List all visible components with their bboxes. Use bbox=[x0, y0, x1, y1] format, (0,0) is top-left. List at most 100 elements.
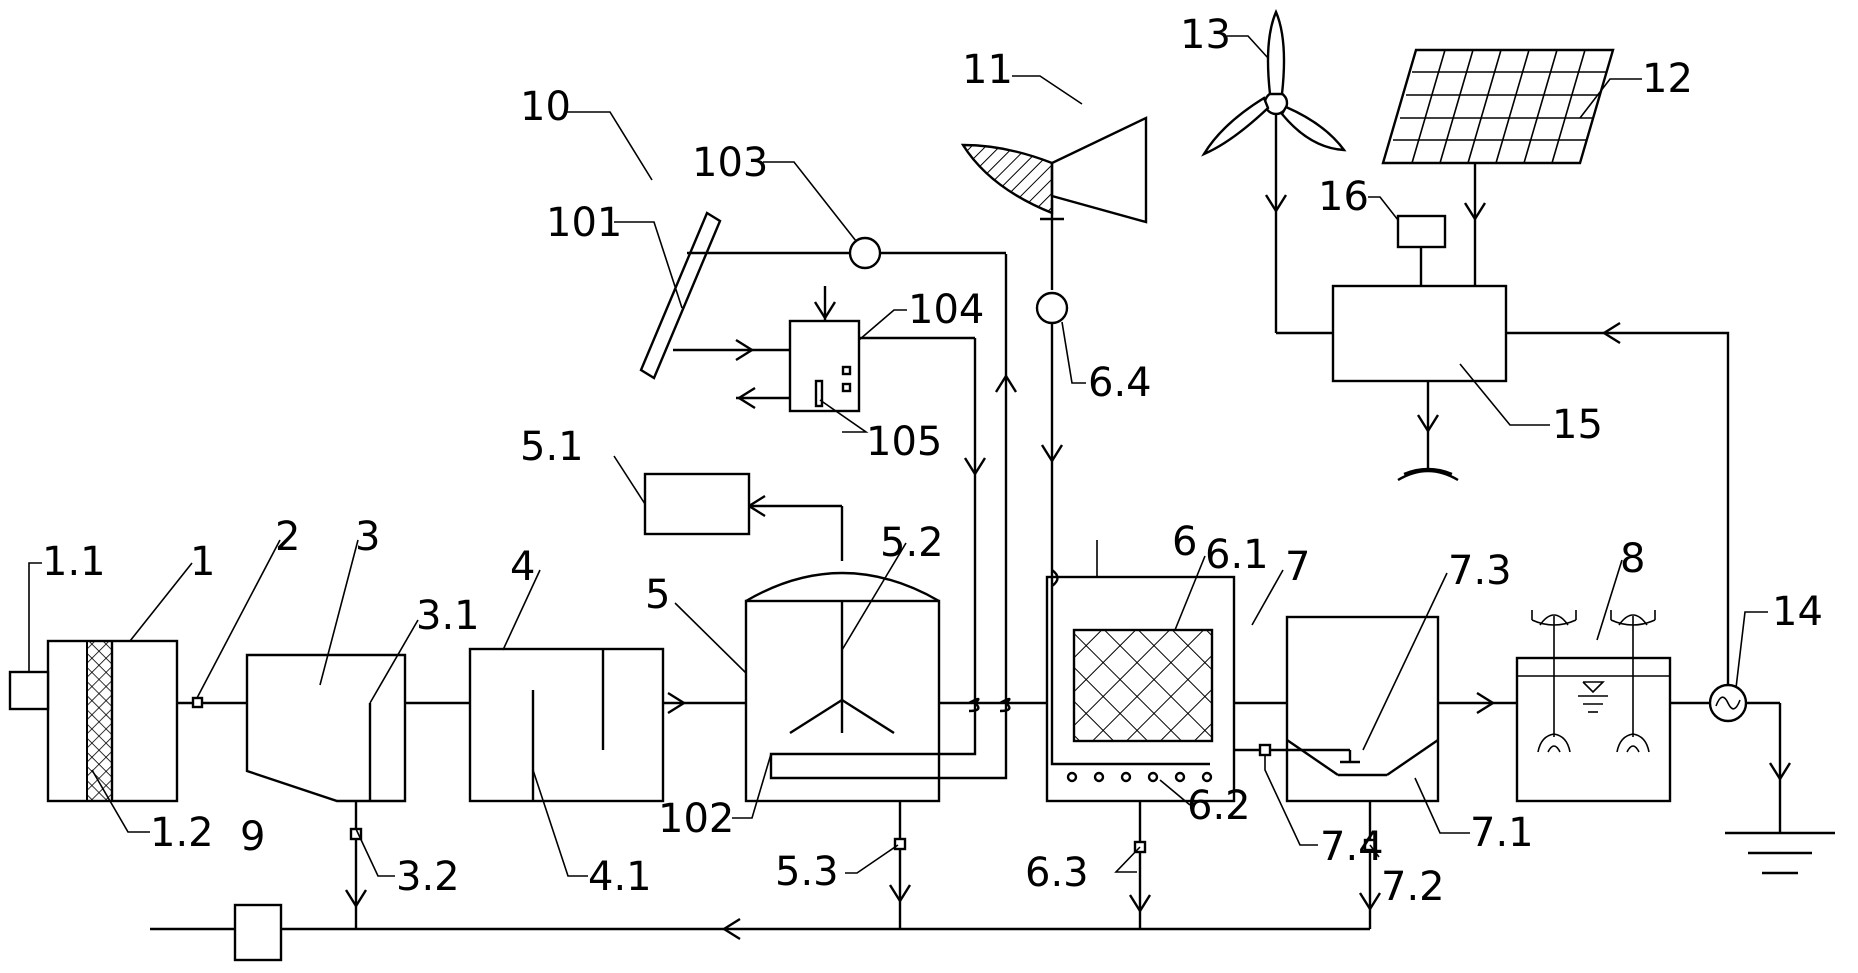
turbine-arrow bbox=[1264, 194, 1288, 214]
label-5-1: 5.1 bbox=[520, 424, 584, 470]
label-104: 104 bbox=[908, 287, 984, 333]
label-6-1: 6.1 bbox=[1205, 532, 1269, 578]
label-7-1: 7.1 bbox=[1470, 810, 1534, 856]
unit-7-box bbox=[1285, 615, 1440, 803]
label-3-1: 3.1 bbox=[416, 593, 480, 639]
label-1-2: 1.2 bbox=[150, 810, 214, 856]
flow-arrow bbox=[667, 691, 687, 715]
heating-coil-102 bbox=[769, 254, 1008, 780]
label-8: 8 bbox=[1620, 536, 1645, 582]
filter-element-1-2 bbox=[86, 640, 113, 802]
label-15: 15 bbox=[1552, 402, 1603, 448]
valve-2 bbox=[191, 696, 204, 709]
water-triangle bbox=[1582, 681, 1605, 694]
label-5-2: 5.2 bbox=[880, 520, 944, 566]
unit-5-1-box bbox=[643, 472, 751, 536]
aeration-pipe bbox=[1050, 570, 1210, 766]
blower-impeller bbox=[960, 143, 1054, 215]
turbine-blade bbox=[1280, 105, 1347, 152]
aeration-hook bbox=[1051, 569, 1059, 587]
label-1: 1 bbox=[190, 539, 215, 585]
unit-4-box bbox=[468, 647, 665, 803]
media-6-1 bbox=[1072, 628, 1214, 743]
label-11: 11 bbox=[962, 47, 1013, 93]
label-105: 105 bbox=[866, 419, 942, 465]
label-13: 13 bbox=[1180, 12, 1231, 58]
valve-6-4 bbox=[1035, 291, 1069, 325]
controller-ground bbox=[1397, 467, 1459, 482]
battery-16 bbox=[1396, 214, 1447, 249]
coil-down-arrow bbox=[963, 457, 987, 477]
stirrer-blade bbox=[789, 698, 843, 735]
diffusers-6-2 bbox=[1066, 771, 1213, 783]
blower-housing-11 bbox=[1050, 116, 1148, 224]
stirrer-blade bbox=[841, 698, 895, 735]
generator-symbol bbox=[1715, 696, 1741, 710]
valve-5-3 bbox=[893, 837, 907, 851]
turbine-blade bbox=[1201, 96, 1270, 157]
label-3-2: 3.2 bbox=[396, 854, 460, 900]
outlet-arrow bbox=[736, 386, 756, 410]
label-1-1: 1.1 bbox=[42, 539, 106, 585]
label-6-2: 6.2 bbox=[1187, 783, 1251, 829]
label-3: 3 bbox=[355, 514, 380, 560]
label-102: 102 bbox=[658, 796, 734, 842]
controller-15 bbox=[1331, 284, 1508, 383]
label-4-1: 4.1 bbox=[588, 854, 652, 900]
line-crossing bbox=[968, 697, 980, 713]
label-6-4: 6.4 bbox=[1088, 360, 1152, 406]
leader-lines bbox=[28, 35, 1768, 877]
drain-arrow bbox=[1358, 892, 1382, 912]
label-101: 101 bbox=[546, 200, 622, 246]
hopper-left bbox=[1286, 739, 1339, 776]
solar-panel-grid bbox=[1393, 49, 1606, 164]
ground-arrow bbox=[1768, 762, 1792, 782]
unit-3-box bbox=[245, 653, 407, 803]
return-arrow bbox=[721, 917, 741, 941]
controller-arrow bbox=[1416, 414, 1440, 434]
label-14: 14 bbox=[1772, 589, 1823, 635]
label-4: 4 bbox=[510, 544, 535, 590]
inlet-arrow bbox=[813, 301, 837, 321]
turbine-blade bbox=[1266, 8, 1286, 96]
component-1-1 bbox=[8, 670, 50, 711]
drain-arrow bbox=[1128, 894, 1152, 914]
label-7: 7 bbox=[1285, 544, 1310, 590]
hopper-right bbox=[1386, 739, 1439, 776]
label-5-3: 5.3 bbox=[775, 849, 839, 895]
label-10: 10 bbox=[520, 84, 571, 130]
plant-left bbox=[1531, 610, 1577, 753]
label-7-4: 7.4 bbox=[1320, 824, 1384, 870]
label-12: 12 bbox=[1642, 56, 1693, 102]
feedback-line bbox=[1506, 331, 1730, 685]
panel-arrow bbox=[1463, 202, 1487, 222]
flow-arrow bbox=[1476, 691, 1496, 715]
line-crossing bbox=[999, 697, 1011, 713]
plant-right bbox=[1610, 610, 1656, 753]
unit-5-dome bbox=[745, 571, 940, 603]
label-6: 6 bbox=[1172, 519, 1197, 565]
indicator-105 bbox=[814, 379, 824, 408]
label-103: 103 bbox=[692, 140, 768, 186]
air-arrow bbox=[1040, 444, 1064, 464]
feedback-arrow bbox=[1601, 321, 1621, 345]
drain-arrow bbox=[344, 889, 368, 909]
pump-103 bbox=[848, 236, 882, 270]
solar-collector-101 bbox=[639, 211, 722, 380]
drain-arrow bbox=[888, 884, 912, 904]
label-9: 9 bbox=[240, 814, 265, 860]
label-5: 5 bbox=[645, 572, 670, 618]
label-7-3: 7.3 bbox=[1448, 548, 1512, 594]
unit-8-box bbox=[1515, 656, 1672, 803]
indicator-dot bbox=[841, 382, 852, 393]
solar-panel-12 bbox=[1381, 48, 1615, 165]
label-16: 16 bbox=[1318, 174, 1369, 220]
label-6-3: 6.3 bbox=[1025, 850, 1089, 896]
flow-arrow bbox=[735, 338, 755, 362]
valve-7-4 bbox=[1258, 743, 1272, 757]
label-2: 2 bbox=[275, 514, 300, 560]
indicator-dot bbox=[841, 365, 852, 376]
coil-up-arrow bbox=[994, 373, 1018, 393]
label-7-2: 7.2 bbox=[1381, 864, 1445, 910]
